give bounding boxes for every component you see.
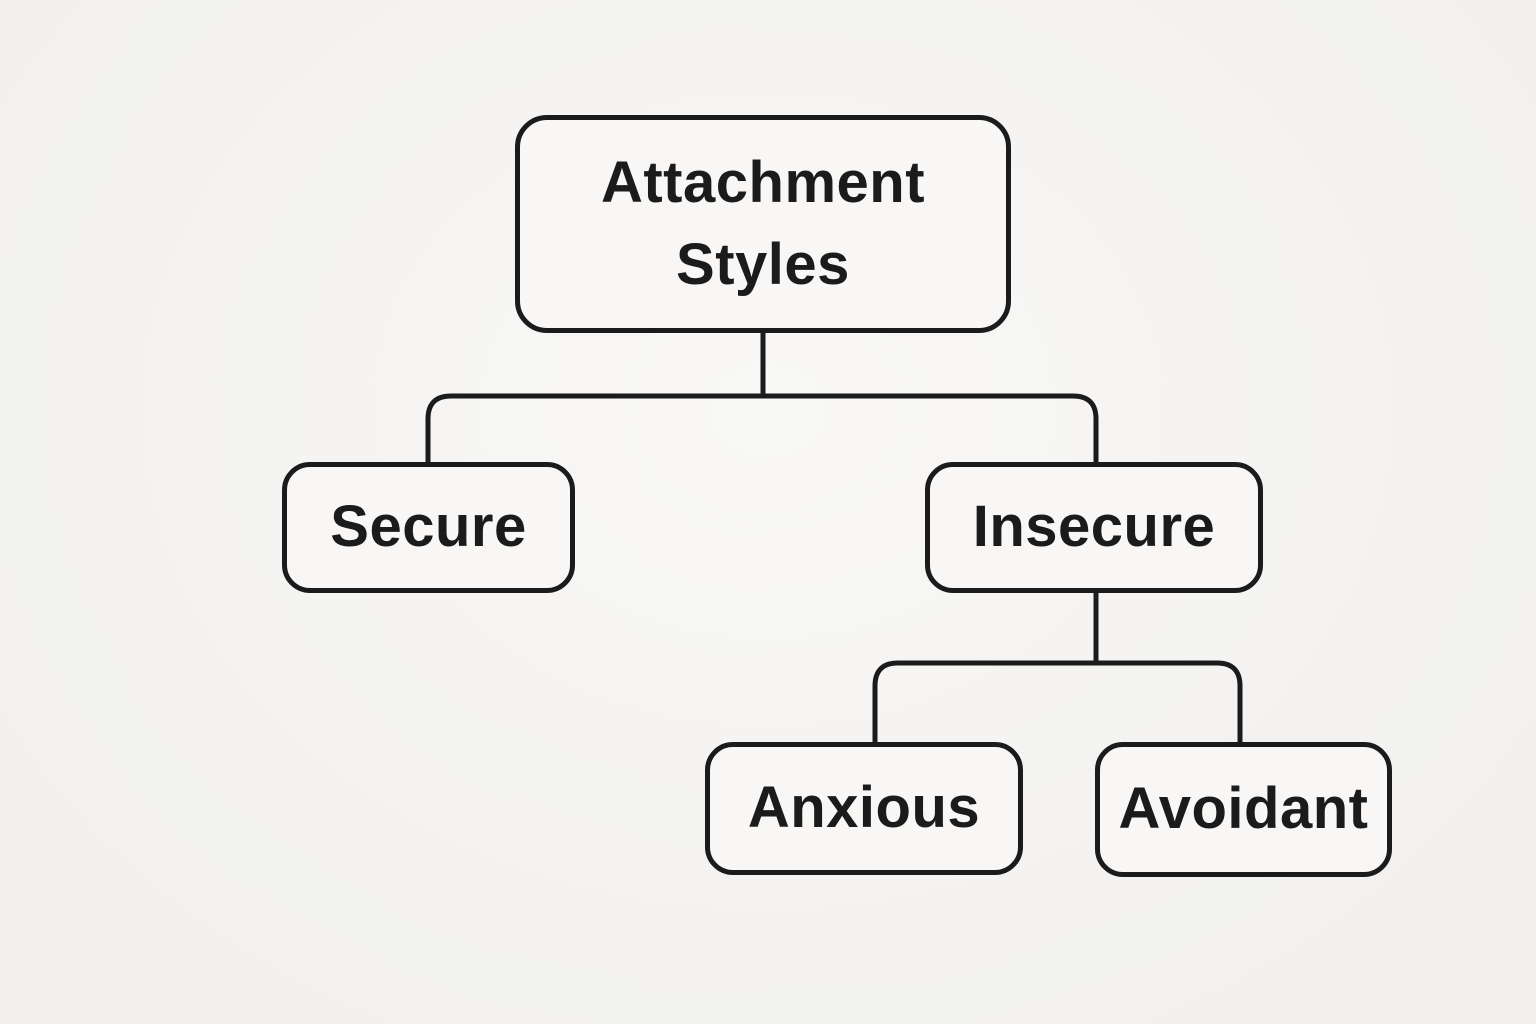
node-attachment-styles: Attachment Styles <box>515 115 1011 333</box>
edge-root-to-secure-insecure <box>425 393 1099 463</box>
node-avoidant: Avoidant <box>1095 742 1392 877</box>
node-insecure: Insecure <box>925 462 1263 593</box>
edge-insecure-to-anxious-avoidant <box>872 660 1243 743</box>
node-avoidant-label: Avoidant <box>1118 776 1369 842</box>
node-anxious: Anxious <box>705 742 1023 875</box>
node-secure: Secure <box>282 462 575 593</box>
node-insecure-label: Insecure <box>972 494 1216 560</box>
node-attachment-styles-label: Attachment Styles <box>600 149 926 297</box>
node-secure-label: Secure <box>330 494 527 560</box>
node-anxious-label: Anxious <box>747 775 981 841</box>
